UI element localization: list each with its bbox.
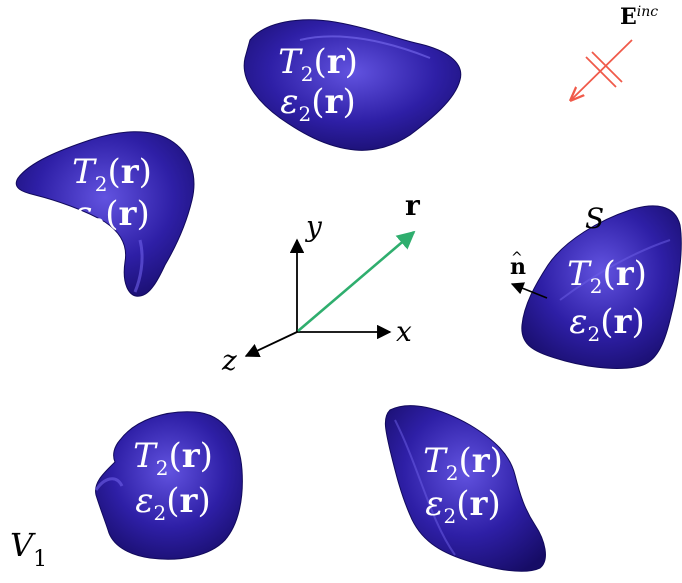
body-permittivity-label: ε2(r) [74,194,149,238]
body-temperature-label: T2(r) [567,254,647,298]
region-label: V1 [10,526,47,572]
surface-label: S [585,202,604,235]
body-temperature-label: T2(r) [423,441,503,485]
position-vector-label: r [405,189,421,222]
polarization-tick-2 [591,51,623,83]
body-permittivity-label: ε2(r) [569,302,644,346]
scatterer-right: T2(r) ε2(r) [521,205,682,369]
incident-field: Einc [571,4,658,100]
scatterer-left: T2(r) ε2(r) [15,131,195,297]
z-axis [244,331,298,357]
body-permittivity-label: ε2(r) [135,481,210,525]
body-permittivity-label: ε2(r) [280,82,355,126]
body-temperature-label: T2(r) [133,436,213,480]
body-temperature-label: T2(r) [278,42,358,86]
coordinate-axes: y x z [221,210,412,377]
scatterer-top: T2(r) ε2(r) [243,19,462,151]
body-temperature-label: T2(r) [72,152,152,196]
surface-normal: n ^ [510,250,548,299]
x-axis-label: x [396,315,412,348]
incident-field-arrow [571,39,633,100]
normal-arrow [510,282,548,299]
position-vector: r [297,189,421,332]
incident-field-label: Einc [620,4,658,30]
y-axis-label: y [304,210,323,243]
normal-label: n [510,254,526,280]
polarization-tick-1 [585,56,617,88]
position-vector-arrow [297,230,416,332]
body-permittivity-label: ε2(r) [425,484,500,528]
normal-hat: ^ [511,250,523,266]
scatterer-bottom-left: T2(r) ε2(r) [94,411,243,560]
scatterer-bottom-right: T2(r) ε2(r) [384,405,546,572]
z-axis-label: z [221,344,237,377]
